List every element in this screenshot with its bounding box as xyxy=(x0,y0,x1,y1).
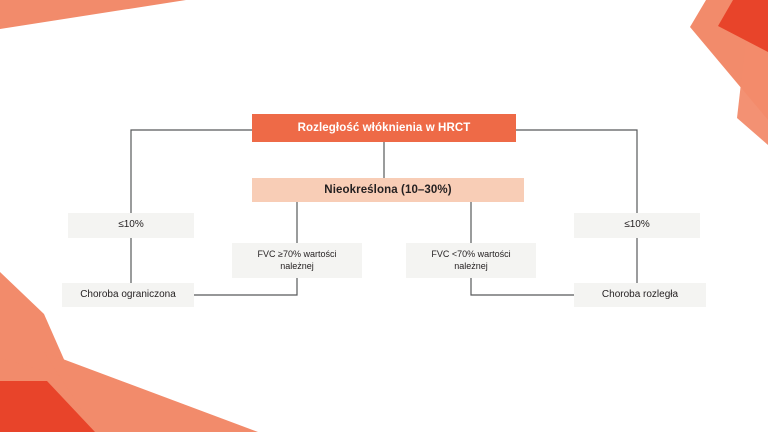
node-indeterminate[interactable]: Nieokreślona (10–30%) xyxy=(252,178,524,202)
node-indeterminate-label: Nieokreślona (10–30%) xyxy=(324,183,452,196)
node-root-label: Rozległość włóknienia w HRCT xyxy=(297,121,471,134)
node-fvc-low-label-line1: FVC <70% wartości xyxy=(431,249,511,260)
node-root-hrct-extent[interactable]: Rozległość włóknienia w HRCT xyxy=(252,114,516,142)
connector-root-to-left-branch xyxy=(130,129,252,213)
node-right-threshold[interactable]: ≤10% xyxy=(574,213,700,238)
node-limited-disease-label: Choroba ograniczona xyxy=(80,288,176,300)
connector-fvc-high-to-limited xyxy=(194,278,298,296)
node-extensive-disease-label: Choroba rozległa xyxy=(601,288,679,300)
node-fvc-low-label-line2: należnej xyxy=(454,260,488,271)
node-left-threshold[interactable]: ≤10% xyxy=(68,213,194,238)
node-left-threshold-label: ≤10% xyxy=(118,219,144,231)
node-fvc-high[interactable]: FVC ≥70% wartości należnej xyxy=(232,243,362,278)
node-fvc-high-label-line1: FVC ≥70% wartości xyxy=(257,249,337,260)
node-fvc-high-label-line2: należnej xyxy=(280,260,314,271)
connector-root-to-right-branch xyxy=(516,129,638,213)
connector-fvc-low-to-extensive xyxy=(470,278,574,296)
node-right-threshold-label: ≤10% xyxy=(624,219,650,231)
node-fvc-low[interactable]: FVC <70% wartości należnej xyxy=(406,243,536,278)
node-extensive-disease[interactable]: Choroba rozległa xyxy=(574,283,706,307)
node-limited-disease[interactable]: Choroba ograniczona xyxy=(62,283,194,307)
